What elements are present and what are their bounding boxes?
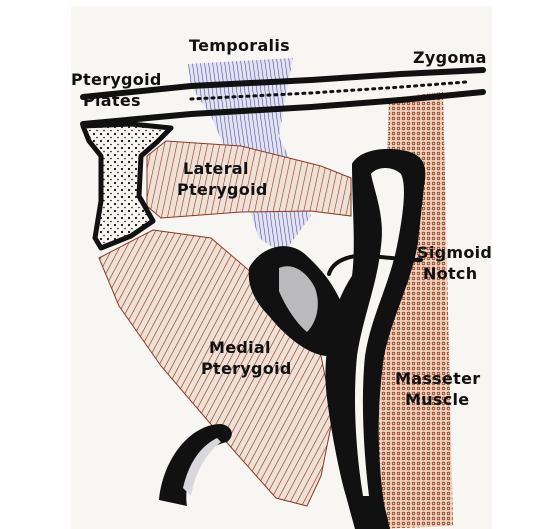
label-medial-pterygoid-line1: Medial	[209, 339, 271, 357]
label-temporalis: Temporalis	[189, 37, 290, 55]
label-zygoma: Zygoma	[413, 49, 487, 67]
label-pterygoid-plates-line2: Plates	[83, 92, 141, 110]
label-sigmoid-notch-line2: Notch	[423, 265, 477, 283]
label-lateral-pterygoid-line1: Lateral	[183, 160, 249, 178]
label-masseter-line2: Muscle	[405, 391, 469, 409]
label-medial-pterygoid-line2: Pterygoid	[201, 360, 292, 378]
label-sigmoid-notch-line1: Sigmoid	[417, 244, 492, 262]
drawing-paper: Temporalis Zygoma Pterygoid Plates Later…	[71, 6, 492, 529]
label-masseter-line1: Masseter	[395, 370, 480, 388]
label-lateral-pterygoid-line2: Pterygoid	[177, 181, 268, 199]
label-pterygoid-plates-line1: Pterygoid	[71, 71, 162, 89]
